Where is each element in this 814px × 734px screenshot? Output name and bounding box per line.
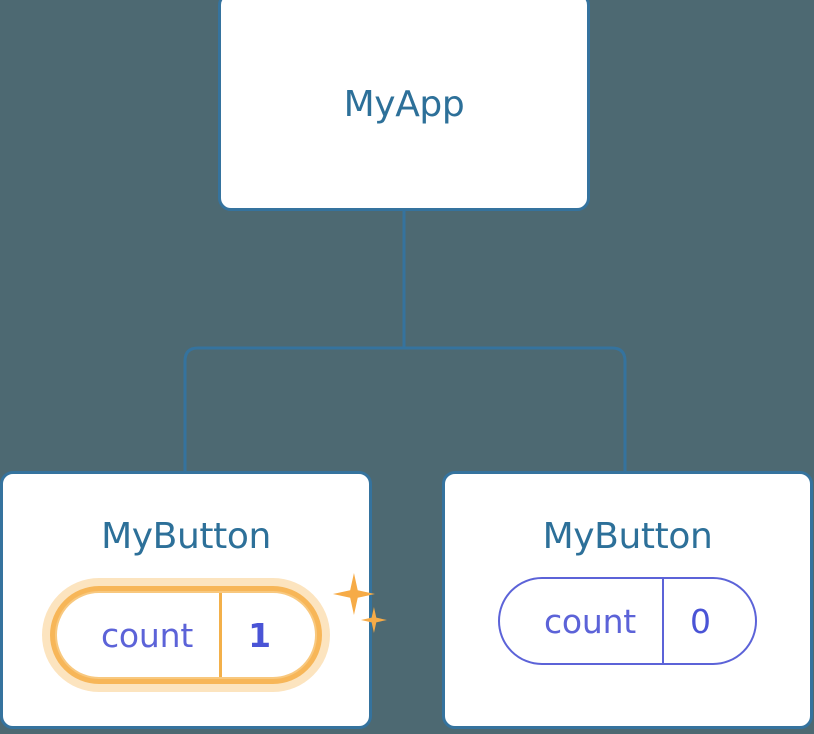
- state-value-0: 1: [219, 593, 315, 677]
- sparkle-icon-large: [332, 573, 375, 615]
- connector-branch-right: [404, 346, 627, 471]
- state-pill-0[interactable]: count 1: [54, 591, 318, 679]
- state-pill-wrapper-0: count 1: [41, 573, 387, 692]
- state-pill-wrapper-1: count 0: [497, 577, 758, 665]
- state-pill-1[interactable]: count 0: [497, 577, 758, 665]
- node-title-myapp: MyApp: [343, 83, 465, 125]
- state-label-1: count: [543, 601, 637, 641]
- node-card-mybutton-1[interactable]: MyButton count 0: [442, 471, 813, 729]
- state-label-0: count: [100, 615, 194, 655]
- node-title-mybutton-0: MyButton: [101, 516, 271, 557]
- node-card-myapp[interactable]: MyApp: [218, 0, 590, 211]
- node-card-mybutton-0[interactable]: MyButton count 1: [0, 471, 387, 729]
- node-title-mybutton-1: MyButton: [542, 516, 713, 557]
- connector-branch-left: [183, 346, 404, 471]
- state-pill-highlight-0: count 1: [41, 573, 387, 692]
- state-value-1: 0: [662, 579, 755, 663]
